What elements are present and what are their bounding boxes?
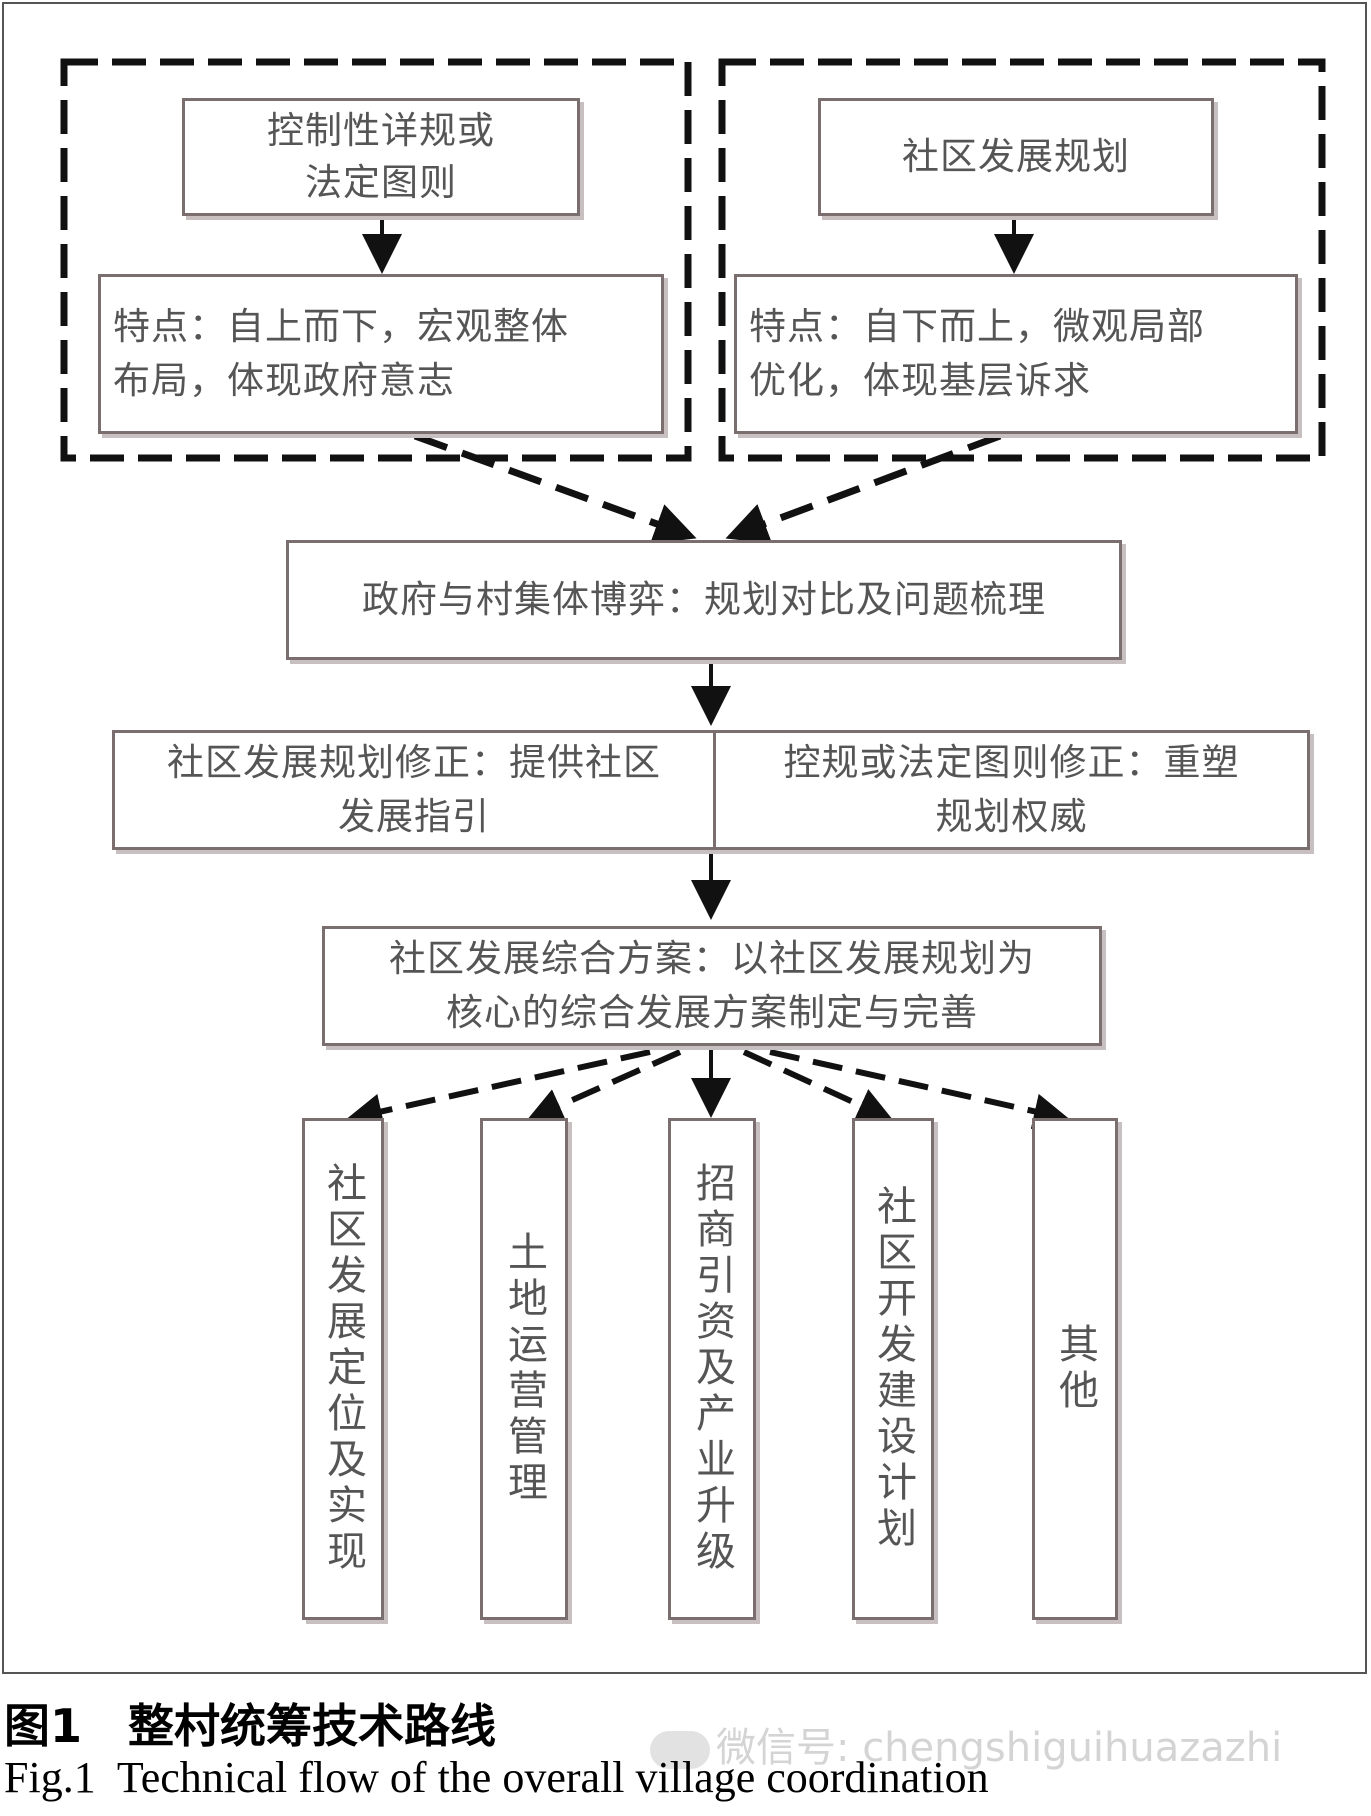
revision-box: 社区发展规划修正：提供社区 发展指引 控规或法定图则修正：重塑 规划权威 [112,730,1310,850]
community-plan-box: 社区发展规划 [818,98,1214,216]
output-development-plan: 社区开发建设计划 [852,1118,934,1620]
figure-caption-english: Fig.1 Technical flow of the overall vill… [4,1753,989,1802]
diagram-frame [2,2,1367,1674]
watermark-text: 微信号: chengshiguihuazazhi [716,1725,1283,1771]
watermark: 微信号: chengshiguihuazazhi [650,1715,1282,1773]
top-down-feature-box: 特点：自上而下，宏观整体 布局，体现政府意志 [98,274,664,434]
arrow-to-output-5 [769,1049,1070,1129]
output-label: 其他 [1052,1323,1098,1415]
bottom-up-feature-box: 特点：自下而上，微观局部 优化，体现基层诉求 [734,274,1298,434]
control-plan-box: 控制性详规或 法定图则 [182,98,580,216]
output-investment-industry: 招商引资及产业升级 [668,1118,756,1620]
community-plan-revision: 社区发展规划修正：提供社区 发展指引 [167,741,661,838]
control-plan-revision: 控规或法定图则修正：重塑 规划权威 [783,741,1240,838]
output-other: 其他 [1032,1118,1118,1620]
arrow-to-output-1 [346,1049,651,1130]
arrow-to-output-4 [742,1049,894,1122]
left-dashed-group [60,58,692,462]
game-box: 政府与村集体博弈：规划对比及问题梳理 [286,540,1122,660]
wechat-icon [650,1731,710,1769]
arrow-right-group-to-game [725,432,1002,544]
figure-caption-chinese: 图1 整村统筹技术路线 [4,1699,497,1753]
revision-divider [713,733,716,847]
arrow-to-output-2 [526,1049,682,1123]
output-label: 社区开发建设计划 [870,1185,916,1553]
output-label: 土地运营管理 [501,1231,547,1507]
output-label: 招商引资及产业升级 [689,1162,735,1576]
output-land-operation: 土地运营管理 [480,1118,568,1620]
output-label: 社区发展定位及实现 [320,1162,366,1576]
output-community-positioning: 社区发展定位及实现 [302,1118,384,1620]
comprehensive-plan-box: 社区发展综合方案：以社区发展规划为 核心的综合发展方案制定与完善 [322,926,1102,1046]
right-dashed-group [718,58,1326,462]
arrow-left-group-to-game [413,432,697,544]
